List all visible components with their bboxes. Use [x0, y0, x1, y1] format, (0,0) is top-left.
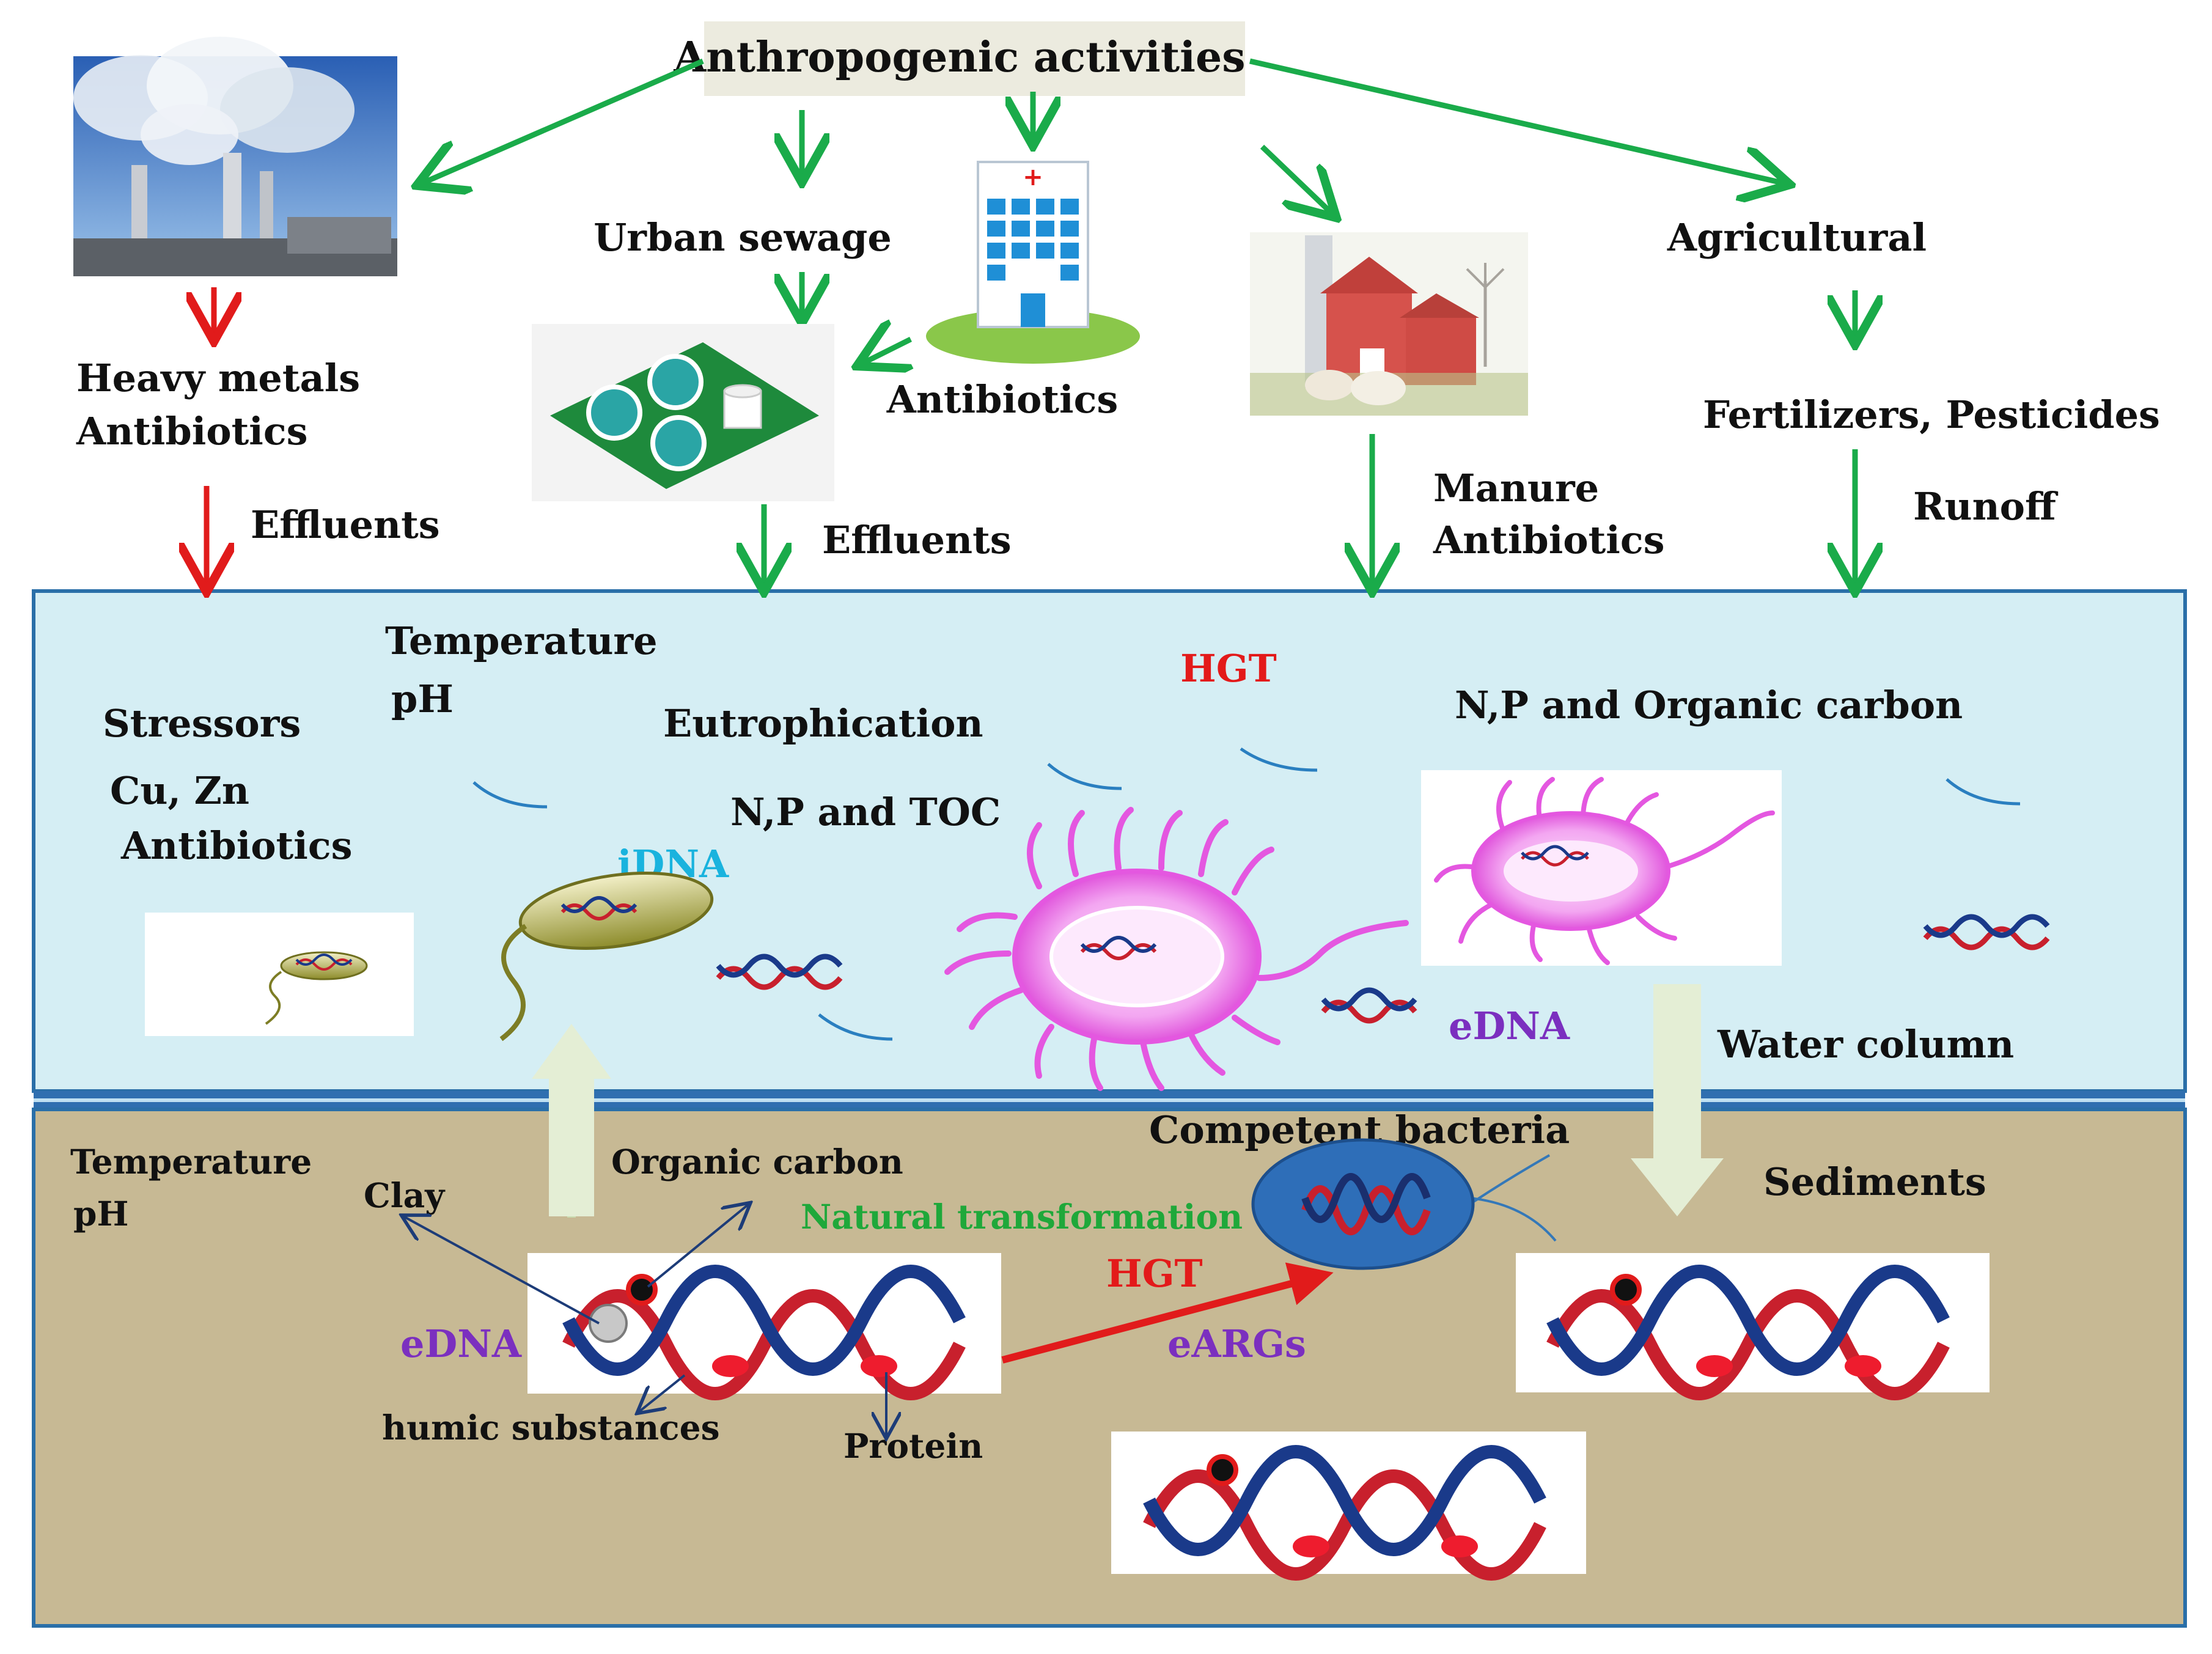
water-ripples [472, 747, 2021, 1041]
source-arrows [422, 58, 1855, 587]
agri-inputs-label: Fertilizers, Pesticides [1703, 392, 2160, 437]
sediment-dna-box-bottom [1111, 1432, 1586, 1581]
source-label: Anthropogenic activities [673, 33, 1245, 82]
upward-transfer-arrow [532, 1024, 611, 1218]
eargs-label: eARGs [1167, 1321, 1306, 1366]
pink-bacterium-icon [944, 807, 1409, 1091]
dna-icon [295, 845, 2050, 1024]
runoff-label: Runoff [1913, 484, 2059, 529]
sewage-effluents-label: Effluents [822, 518, 1012, 562]
organic-carbon-label: Organic carbon [611, 1142, 903, 1182]
natural-transformation-label: Natural transformation [801, 1197, 1243, 1237]
industry-arrows [207, 287, 214, 587]
hgt-arrow [1001, 1262, 1334, 1364]
industry-output-2: Antibiotics [76, 409, 307, 454]
stressors-label: Stressors [103, 701, 301, 746]
sediment-ph-label: pH [73, 1194, 128, 1233]
hospital-icon: + [926, 161, 1140, 364]
farm-icon [1250, 232, 1528, 416]
sediments-label: Sediments [1763, 1160, 1986, 1204]
sediment-dna-box-right [1516, 1253, 1990, 1400]
nutrients-toc-label: N,P and TOC [730, 790, 1001, 834]
metals-label: Cu, Zn [110, 768, 249, 813]
manure-label-1: Manure [1433, 466, 1599, 510]
interaction-arrows [403, 1204, 886, 1436]
water-column-label: Water column [1717, 1022, 2014, 1067]
urban-sewage-label: Urban sewage [593, 215, 892, 260]
industry-output-1: Heavy metals [76, 356, 360, 400]
industry-effluents-label: Effluents [251, 502, 440, 547]
water-hgt-label: HGT [1180, 646, 1277, 691]
svg-text:+: + [1023, 163, 1043, 191]
treatment-plant-icon [532, 324, 834, 501]
nutrients-oc-label: N,P and Organic carbon [1455, 683, 1963, 727]
edna-complex-box [527, 1253, 1001, 1400]
sediment-hgt-label: HGT [1106, 1251, 1203, 1296]
manure-label-2: Antibiotics [1433, 518, 1664, 562]
small-bacterium-box [145, 913, 414, 1036]
sediment-temperature-label: Temperature [70, 1142, 312, 1182]
agricultural-label: Agricultural [1667, 215, 1927, 260]
hospital-antibiotics-label: Antibiotics [886, 377, 1118, 422]
water-ph-label: pH [391, 677, 454, 721]
water-temperature-label: Temperature [385, 619, 658, 663]
competent-bacterium-icon [1251, 1138, 1557, 1270]
humic-label: humic substances [382, 1408, 720, 1447]
source-label-box [704, 21, 1245, 96]
factory-icon [73, 37, 397, 276]
water-antibiotics-label: Antibiotics [120, 823, 352, 868]
clay-label: Clay [364, 1175, 446, 1215]
eutrophication-label: Eutrophication [663, 701, 983, 746]
water-edna-label: eDNA [1449, 1004, 1570, 1048]
downward-sedimentation-arrow [1631, 984, 1724, 1216]
sediment-edna-label: eDNA [400, 1321, 522, 1366]
protein-label: Protein [843, 1426, 983, 1466]
bacterium-photo-box [1421, 770, 1782, 966]
